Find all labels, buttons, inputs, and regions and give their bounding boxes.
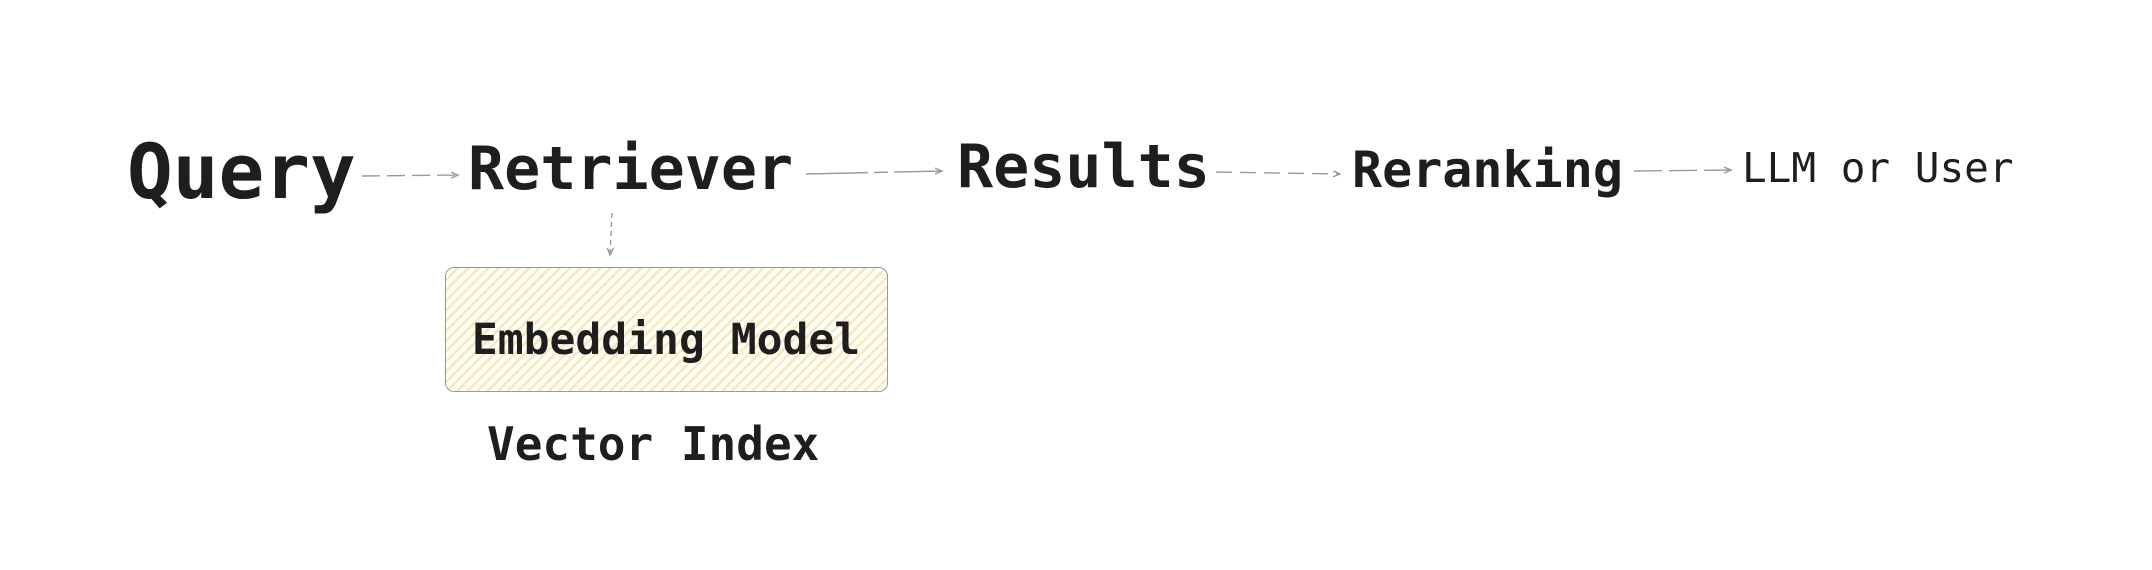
connector-query-retriever <box>361 175 458 176</box>
node-query: Query <box>127 127 356 216</box>
connector-reranking-llm <box>1633 170 1731 171</box>
connector-retriever-embedding-model <box>610 212 612 255</box>
embedding-model-box <box>445 267 888 392</box>
node-llm-or-user: LLM or User <box>1742 144 2014 192</box>
node-retriever: Retriever <box>468 134 794 204</box>
vector-index-label: Vector Index <box>487 417 820 471</box>
connector-retriever-results <box>805 171 942 174</box>
node-results: Results <box>957 132 1210 202</box>
node-reranking: Reranking <box>1352 141 1623 199</box>
connector-results-reranking <box>1215 172 1340 174</box>
embedding-model-label: Embedding Model <box>471 315 861 365</box>
